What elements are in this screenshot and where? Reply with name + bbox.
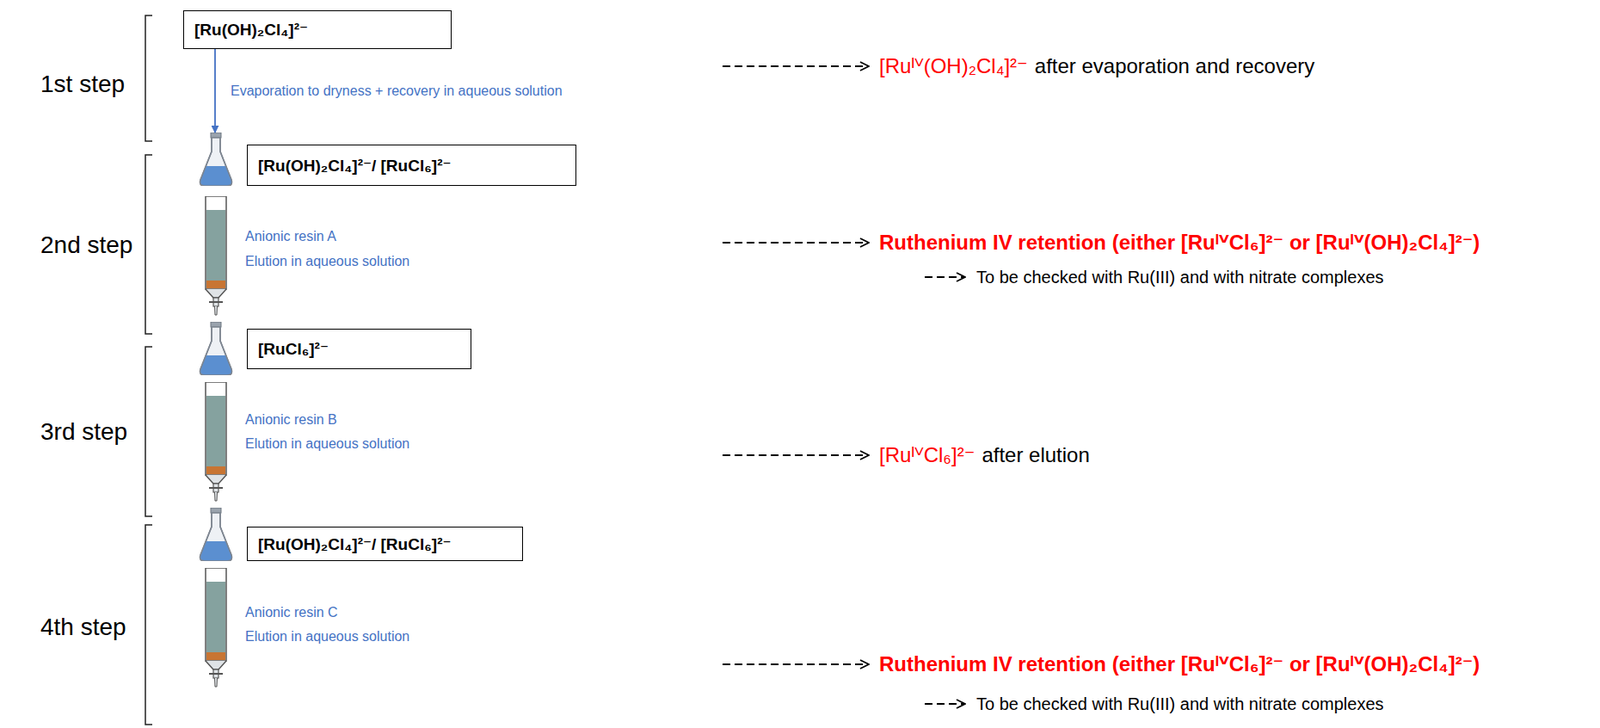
result-statement: Ruthenium IV retention (either [RuᴵⱽCl₆]… bbox=[879, 652, 1480, 677]
resin-column bbox=[205, 567, 227, 687]
resin-column bbox=[205, 196, 227, 315]
resin-label: Anionic resin C bbox=[245, 603, 339, 621]
formula-text: [RuCl₆]²⁻ bbox=[247, 338, 329, 359]
result-statement: Ruthenium IV retention (either [RuᴵⱽCl₆]… bbox=[879, 230, 1480, 256]
flask bbox=[200, 507, 233, 561]
step-label: 3rd step bbox=[40, 417, 128, 447]
result-note: after evaporation and recovery bbox=[1034, 54, 1316, 80]
process-arrow bbox=[214, 49, 216, 133]
result-formula: [Ruᴵⱽ(OH)₂Cl₄]²⁻ bbox=[879, 54, 1028, 80]
formula-text: [Ru(OH)₂Cl₄]²⁻/ [RuCl₆]²⁻ bbox=[247, 155, 452, 176]
edge-label: Evaporation to dryness + recovery in aqu… bbox=[228, 83, 565, 99]
step-bracket bbox=[145, 15, 153, 725]
resin-label: Anionic resin B bbox=[245, 411, 338, 428]
step-label: 2nd step bbox=[40, 230, 133, 260]
check-note: To be checked with Ru(III) and with nitr… bbox=[976, 266, 1385, 288]
formula-box: [Ru(OH)₂Cl₄]²⁻/ [RuCl₆]²⁻ bbox=[246, 526, 524, 561]
elution-label: Elution in aqueous solution bbox=[245, 435, 410, 452]
dashed-arrow bbox=[722, 66, 966, 704]
step-label: 4th step bbox=[40, 612, 127, 642]
elution-label: Elution in aqueous solution bbox=[245, 627, 410, 645]
resin-label: Anionic resin A bbox=[245, 227, 337, 245]
check-note: To be checked with Ru(III) and with nitr… bbox=[976, 693, 1385, 714]
flask bbox=[200, 132, 233, 186]
elution-label: Elution in aqueous solution bbox=[245, 252, 410, 270]
formula-text: [Ru(OH)₂Cl₄]²⁻ bbox=[184, 19, 308, 40]
step-label: 1st step bbox=[40, 69, 125, 99]
formula-text: [Ru(OH)₂Cl₄]²⁻/ [RuCl₆]²⁻ bbox=[247, 534, 452, 554]
formula-box: [Ru(OH)₂Cl₄]²⁻ bbox=[183, 10, 452, 50]
result-note: after elution bbox=[981, 443, 1090, 468]
result-formula: [RuᴵⱽCl₆]²⁻ bbox=[879, 443, 975, 468]
formula-box: [RuCl₆]²⁻ bbox=[246, 328, 472, 370]
formula-box: [Ru(OH)₂Cl₄]²⁻/ [RuCl₆]²⁻ bbox=[246, 144, 577, 186]
resin-column bbox=[205, 381, 227, 501]
flask bbox=[200, 321, 233, 376]
